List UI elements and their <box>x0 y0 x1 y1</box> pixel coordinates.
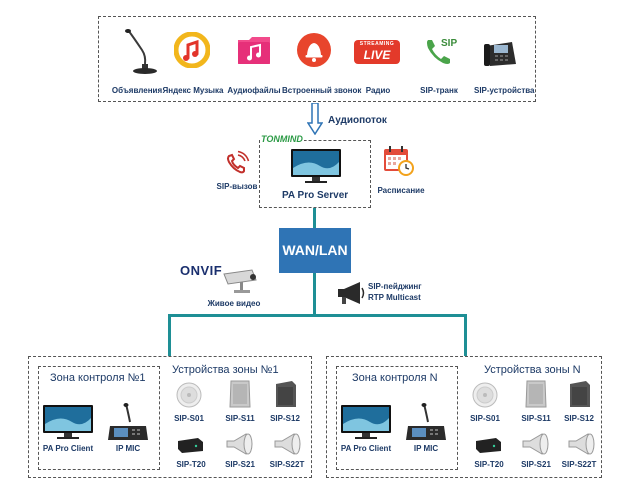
zoneN-device-label-3: SIP-S12 <box>564 414 594 423</box>
zoneN-mic-label: IP MIC <box>413 444 439 453</box>
source-label-built-in-bell: Встроенный звонок <box>282 86 362 95</box>
zoneN-horn-speaker-icon <box>520 432 552 456</box>
tonmind-logo: TONMIND <box>260 134 304 144</box>
network-label: WAN/LAN <box>282 242 348 258</box>
audio-sources-box <box>98 16 536 102</box>
zoneN-amplifier-icon <box>474 436 502 454</box>
zone1-client-label: PA Pro Client <box>42 444 94 453</box>
radio-badge-top: STREAMING <box>359 41 395 47</box>
zone1-control-title: Зона контроля №1 <box>50 372 146 384</box>
zone1-device-label-6: SIP-S22T <box>269 460 305 469</box>
network-down-line <box>313 273 316 315</box>
zone1-devices-title: Устройства зоны №1 <box>172 364 279 376</box>
zone1-control-box <box>38 366 160 470</box>
zoneN-devices-title: Устройства зоны N <box>484 364 581 376</box>
onvif-logo: ONVIF <box>180 263 223 278</box>
zone1-amplifier-icon <box>176 436 204 454</box>
zone1-box-speaker-icon <box>274 380 298 408</box>
source-label-radio: Радио <box>365 86 391 95</box>
radio-live-icon: STREAMING LIVE <box>354 40 400 64</box>
source-label-sip-trunk: SIP-транк <box>420 86 458 95</box>
zoneN-client-monitor-icon <box>340 404 392 440</box>
zone1-mic-label: IP MIC <box>115 444 141 453</box>
server-name: PA Pro Server <box>282 190 349 201</box>
schedule-label: Расписание <box>377 186 425 195</box>
server-box <box>259 140 371 208</box>
source-label-yandex-music: Яндекс Музыка <box>162 86 224 95</box>
zone1-wall-speaker-icon <box>228 380 252 408</box>
zone1-ceiling-speaker-icon <box>176 382 202 408</box>
zoneN-box-speaker-icon <box>568 380 592 408</box>
audio-flow-label: Аудиопоток <box>328 115 387 126</box>
yandex-music-icon <box>174 32 210 68</box>
source-label-audio-files: Аудиофайлы <box>227 86 281 95</box>
zoneN-ip-mic-icon <box>404 402 448 442</box>
zone1-ip-mic-icon <box>106 402 150 442</box>
zone1-client-monitor-icon <box>42 404 94 440</box>
paging-label-line1: SIP-пейджинг <box>368 282 422 291</box>
zoneN-device-label-5: SIP-S21 <box>521 460 551 469</box>
paging-label-line2: RTP Multicast <box>368 293 421 302</box>
bell-icon <box>296 32 332 68</box>
zone1-horn-speaker-icon <box>224 432 256 456</box>
zone1-device-label-2: SIP-S11 <box>225 414 255 423</box>
zoneN-client-label: PA Pro Client <box>340 444 392 453</box>
megaphone-icon <box>334 280 368 306</box>
zoneN-device-label-4: SIP-T20 <box>474 460 504 469</box>
zoneN-wall-speaker-icon <box>524 380 548 408</box>
zone1-drop-line <box>168 314 171 356</box>
music-folder-icon <box>236 32 272 68</box>
sip-badge: SIP <box>441 38 458 49</box>
source-label-announcements: Объявления <box>111 86 163 95</box>
zoneN-control-box <box>336 366 458 470</box>
sip-phone-icon: SIP <box>424 34 460 68</box>
zoneN-horn-speaker-t-icon <box>566 432 598 456</box>
source-label-sip-devices: SIP-устройства <box>474 86 535 95</box>
zoneN-device-label-1: SIP-S01 <box>470 414 500 423</box>
distribution-bus-line <box>168 314 467 317</box>
zoneN-drop-line <box>464 314 467 356</box>
camera-icon <box>222 268 262 296</box>
desk-phone-icon <box>482 36 520 68</box>
zone1-device-label-4: SIP-T20 <box>176 460 206 469</box>
radio-badge-main: LIVE <box>363 48 391 62</box>
zoneN-device-label-6: SIP-S22T <box>561 460 597 469</box>
server-monitor-icon <box>290 148 342 184</box>
zone1-box <box>28 356 312 478</box>
network-box <box>279 228 351 273</box>
sip-call-label: SIP-вызов <box>216 182 258 191</box>
zone1-horn-speaker-t-icon <box>272 432 304 456</box>
zoneN-control-title: Зона контроля N <box>352 372 438 384</box>
live-video-label: Живое видео <box>207 299 261 308</box>
zoneN-device-label-2: SIP-S11 <box>521 414 551 423</box>
microphone-icon <box>120 28 160 74</box>
audio-flow-arrow-icon <box>307 103 323 135</box>
zoneN-ceiling-speaker-icon <box>472 382 498 408</box>
server-to-network-line <box>313 208 316 228</box>
zone1-device-label-1: SIP-S01 <box>174 414 204 423</box>
zoneN-box <box>326 356 602 478</box>
zone1-device-label-5: SIP-S21 <box>225 460 255 469</box>
zone1-device-label-3: SIP-S12 <box>270 414 300 423</box>
schedule-calendar-icon <box>382 144 416 178</box>
sip-call-icon <box>224 150 250 176</box>
